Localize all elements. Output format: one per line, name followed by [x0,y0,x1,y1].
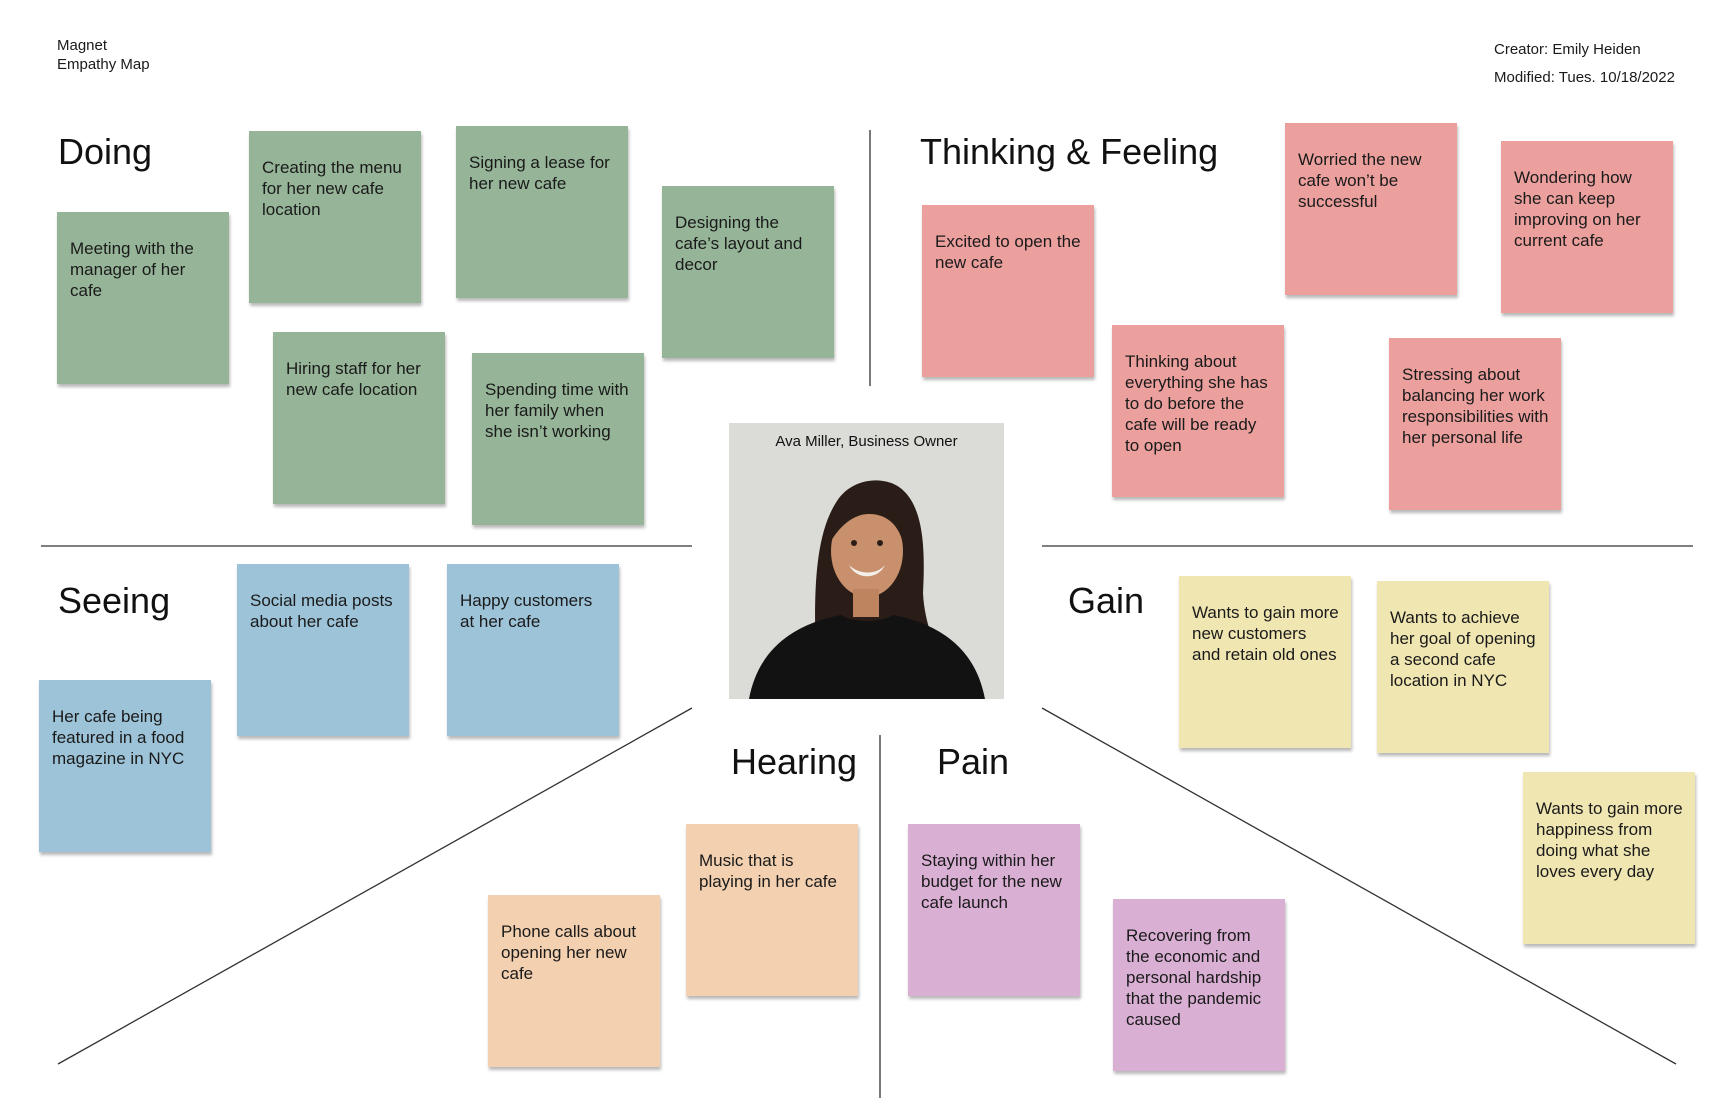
sticky-note-doing[interactable]: Signing a lease for her new cafe [456,126,628,298]
sticky-note-thinking[interactable]: Worried the new cafe won’t be successful [1285,123,1457,295]
sticky-note-gain[interactable]: Wants to gain more happiness from doing … [1523,772,1695,944]
sticky-note-pain[interactable]: Staying within her budget for the new ca… [908,824,1080,996]
heading-doing: Doing [58,131,153,172]
sticky-note-doing[interactable]: Hiring staff for her new cafe location [273,332,445,504]
note-text: Happy customers at her cafe [460,591,593,631]
note-text: Music that is playing in her cafe [699,851,837,891]
note-text: Social media posts about her cafe [250,591,393,631]
note-text: Signing a lease for her new cafe [469,153,610,193]
sticky-note-doing[interactable]: Creating the menu for her new cafe locat… [249,131,421,303]
note-text: Creating the menu for her new cafe locat… [262,158,402,219]
sticky-note-hearing[interactable]: Phone calls about opening her new cafe [488,895,660,1067]
note-text: Her cafe being featured in a food magazi… [52,707,185,768]
document-title: Empathy Map [57,56,150,73]
sticky-note-doing[interactable]: Designing the cafe’s layout and decor [662,186,834,358]
persona-photo: Ava Miller, Business Owner [729,423,1004,699]
heading-hearing: Hearing [731,741,858,782]
sticky-note-thinking[interactable]: Thinking about everything she has to do … [1112,325,1284,497]
note-text: Stressing about balancing her work respo… [1402,365,1549,447]
sticky-note-hearing[interactable]: Music that is playing in her cafe [686,824,858,996]
sticky-note-doing[interactable]: Spending time with her family when she i… [472,353,644,525]
heading-pain: Pain [937,741,1010,782]
note-text: Thinking about everything she has to do … [1125,352,1268,455]
note-text: Phone calls about opening her new cafe [501,922,637,983]
note-text: Worried the new cafe won’t be successful [1298,150,1422,211]
note-text: Recovering from the economic and persona… [1126,926,1262,1029]
note-text: Designing the cafe’s layout and decor [675,213,803,274]
sticky-note-seeing[interactable]: Social media posts about her cafe [237,564,409,736]
note-text: Staying within her budget for the new ca… [921,851,1062,912]
note-text: Wondering how she can keep improving on … [1514,168,1641,250]
sticky-note-gain[interactable]: Wants to gain more new customers and ret… [1179,576,1351,748]
note-text: Spending time with her family when she i… [485,380,629,441]
note-text: Meeting with the manager of her cafe [70,239,194,300]
persona-caption: Ava Miller, Business Owner [775,433,958,450]
heading-thinking-feeling: Thinking & Feeling [920,131,1219,172]
note-text: Wants to gain more new customers and ret… [1192,603,1339,664]
sticky-note-gain[interactable]: Wants to achieve her goal of opening a s… [1377,581,1549,753]
org-name: Magnet [57,37,108,54]
sticky-note-pain[interactable]: Recovering from the economic and persona… [1113,899,1285,1071]
note-text: Wants to gain more happiness from doing … [1536,799,1683,881]
sticky-note-seeing[interactable]: Happy customers at her cafe [447,564,619,736]
heading-gain: Gain [1068,580,1145,621]
note-text: Hiring staff for her new cafe location [286,359,421,399]
sticky-note-thinking[interactable]: Stressing about balancing her work respo… [1389,338,1561,510]
sticky-note-doing[interactable]: Meeting with the manager of her cafe [57,212,229,384]
heading-seeing: Seeing [58,580,171,621]
modified-label: Modified: Tues. 10/18/2022 [1494,69,1675,86]
note-text: Excited to open the new cafe [935,232,1081,272]
creator-label: Creator: Emily Heiden [1494,41,1641,58]
sticky-note-thinking[interactable]: Excited to open the new cafe [922,205,1094,377]
note-text: Wants to achieve her goal of opening a s… [1390,608,1536,690]
persona-portrait-icon [749,480,985,699]
divider-right-diagonal [1041,707,1677,1065]
sticky-note-thinking[interactable]: Wondering how she can keep improving on … [1501,141,1673,313]
sticky-note-seeing[interactable]: Her cafe being featured in a food magazi… [39,680,211,852]
divider-left-diagonal [57,707,693,1065]
